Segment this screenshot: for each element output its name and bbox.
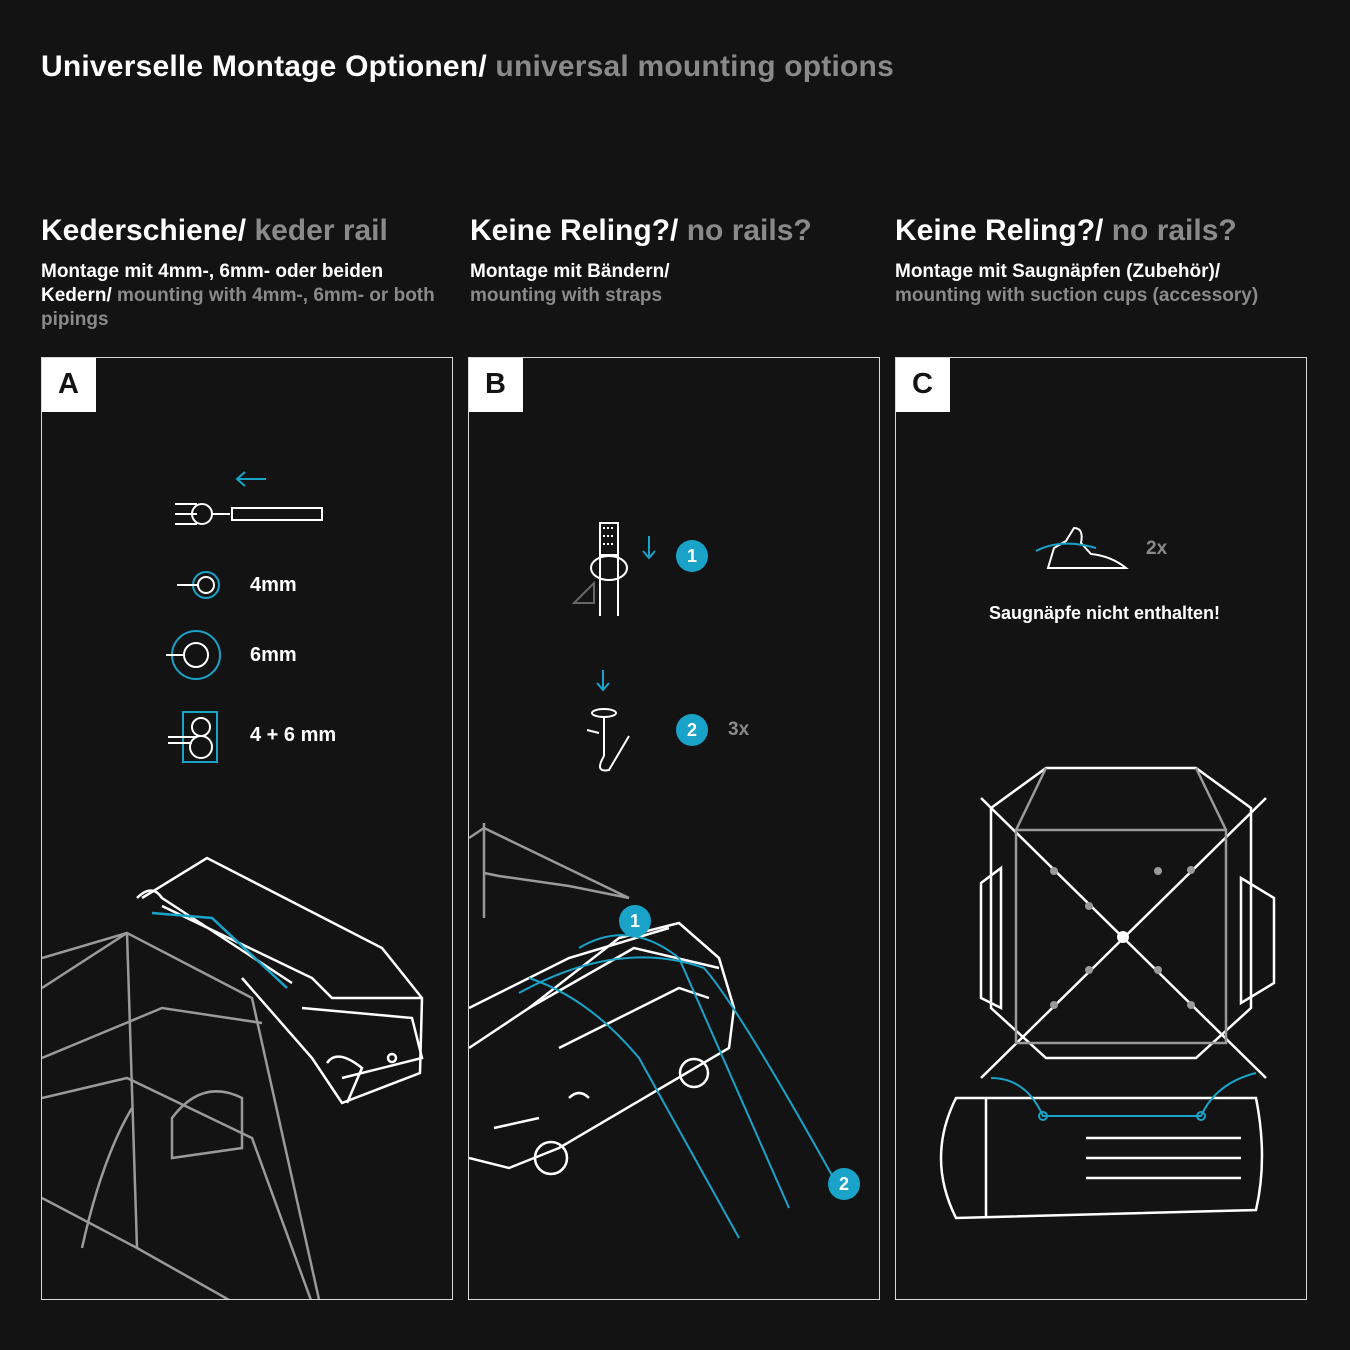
option-6mm-label: 6mm	[250, 644, 297, 666]
title-de: Universelle Montage Optionen/	[41, 50, 487, 83]
suction-cup-icon	[1035, 526, 1129, 569]
option-4mm-label: 4mm	[250, 574, 297, 596]
panel-c: C	[895, 357, 1307, 1300]
step-badge-1: 1	[676, 540, 708, 572]
tent-peg-icon	[586, 708, 630, 772]
column-heading-b: Keine Reling?/ no rails? Montage mit Bän…	[470, 214, 880, 308]
title-en: universal mounting options	[495, 50, 894, 83]
heading-en: no rails?	[686, 214, 812, 247]
keder-rail-icon	[175, 503, 323, 525]
column-heading-c: Keine Reling?/ no rails? Montage mit Sau…	[895, 214, 1325, 308]
heading-de: Keine Reling?/	[895, 214, 1104, 247]
panel-letter: A	[42, 358, 96, 412]
panel-letter: B	[469, 358, 523, 412]
panel-a-graphics	[42, 471, 424, 1299]
tent-top-view-illustration	[939, 766, 1276, 1220]
left-arrow-icon	[235, 471, 266, 487]
strap-icon	[571, 522, 628, 616]
panel-b: B	[468, 357, 880, 1300]
car-straps-illustration	[469, 823, 840, 1239]
column-heading-a: Kederschiene/ keder rail Montage mit 4mm…	[41, 214, 441, 332]
keder-rail-line	[151, 911, 288, 989]
peg-quantity: 3x	[728, 719, 750, 740]
option-both-label: 4 + 6 mm	[250, 724, 337, 746]
tent-structure	[42, 931, 321, 1299]
down-arrow-icon	[596, 670, 610, 692]
suction-cup-quantity: 2x	[1146, 538, 1168, 559]
piping-4mm-icon	[177, 571, 220, 599]
van-tent-illustration	[136, 856, 424, 1105]
sub-en: mounting with straps	[470, 285, 663, 306]
car-badge-2: 2	[828, 1168, 860, 1200]
step-badge-2: 2	[676, 714, 708, 746]
sub-en: mounting with 4mm-, 6mm- or both pipings	[41, 285, 435, 330]
panel-b-graphics	[469, 522, 840, 1239]
sub-de: Montage mit 4mm-, 6mm- oder beiden Keder…	[41, 261, 384, 306]
panel-a: A	[41, 357, 453, 1300]
heading-en: keder rail	[254, 214, 388, 247]
panel-letter: C	[896, 358, 950, 412]
panel-c-graphics	[939, 526, 1276, 1220]
not-included-note: Saugnäpfe nicht enthalten!	[989, 603, 1221, 623]
car-badge-1: 1	[619, 905, 651, 937]
page-title: Universelle Montage Optionen/ universal …	[41, 50, 894, 84]
sub-de: Montage mit Saugnäpfen (Zubehör)/	[895, 261, 1221, 282]
piping-6mm-icon	[166, 630, 221, 680]
heading-de: Keine Reling?/	[470, 214, 679, 247]
heading-en: no rails?	[1111, 214, 1237, 247]
sub-de: Montage mit Bändern/	[470, 261, 670, 282]
sub-en: mounting with suction cups (accessory)	[895, 285, 1259, 306]
piping-both-icon	[168, 711, 218, 763]
down-arrow-icon	[642, 536, 656, 560]
heading-de: Kederschiene/	[41, 214, 247, 247]
